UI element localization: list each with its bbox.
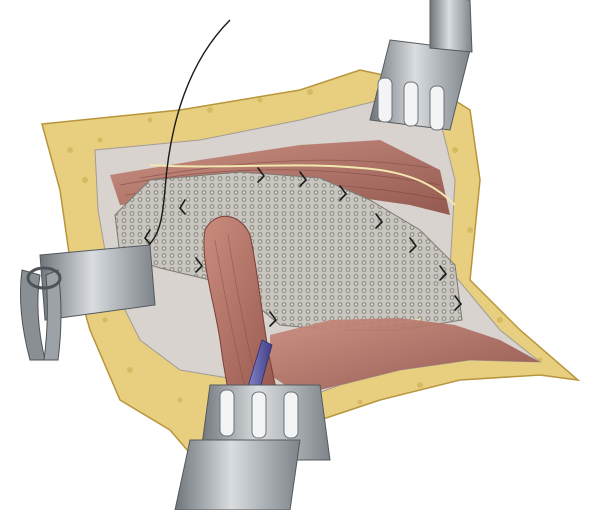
tack-4 — [375, 213, 384, 229]
tack-11 — [179, 199, 186, 215]
tack-1 — [257, 167, 266, 183]
tack-10 — [144, 229, 151, 245]
suture-thread — [59, 19, 231, 289]
tacks — [144, 167, 463, 327]
tack-7 — [454, 295, 463, 311]
tack-3 — [339, 185, 348, 201]
retractor-bottom[interactable] — [174, 384, 331, 510]
retractor-top-right[interactable] — [369, 0, 473, 131]
tack-5 — [409, 237, 418, 253]
tack-8 — [195, 257, 204, 273]
tack-2 — [299, 171, 308, 187]
tack-9 — [269, 311, 278, 327]
tack-6 — [439, 265, 448, 281]
lower-muscle — [270, 318, 540, 395]
clamp-left[interactable] — [19, 244, 156, 361]
